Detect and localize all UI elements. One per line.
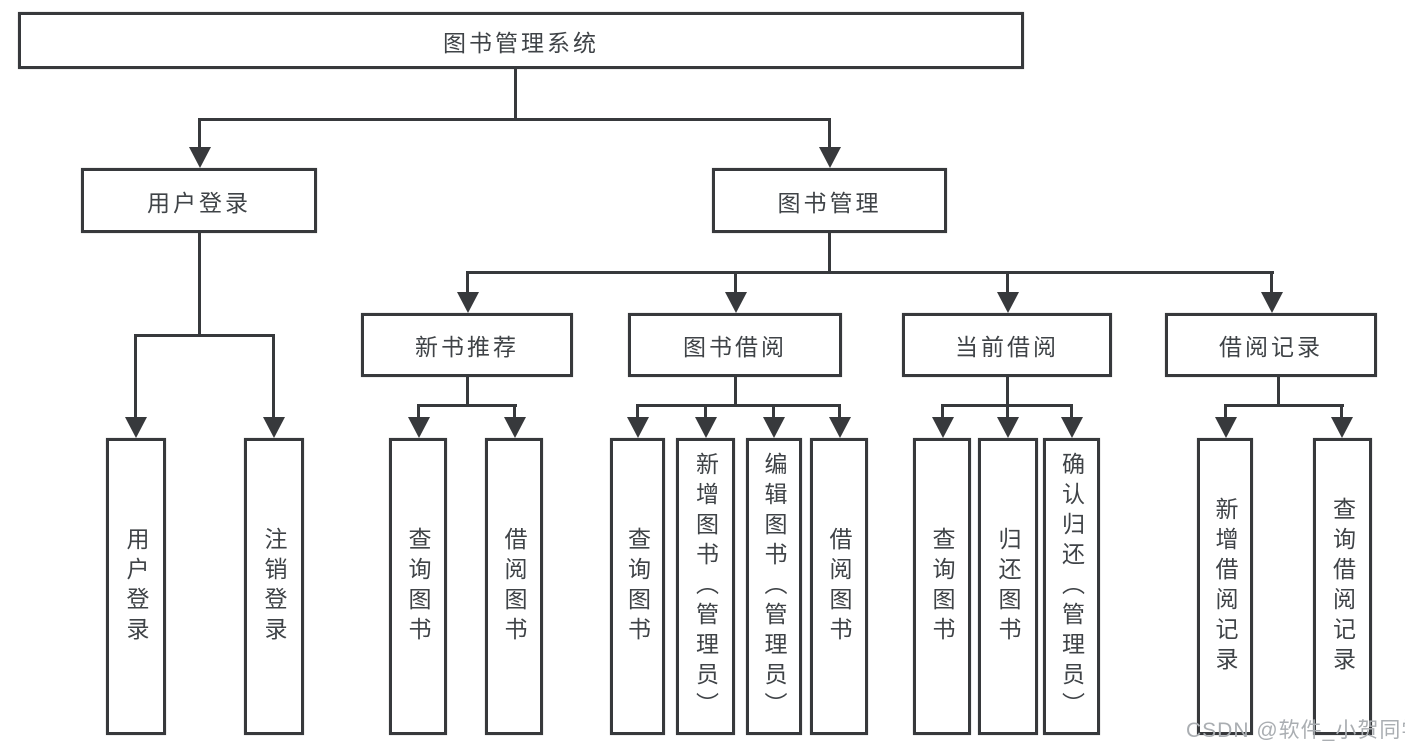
- node-current-borrowing: 当前借阅: [902, 313, 1112, 377]
- connector-line: [1006, 404, 1009, 420]
- leaf-label: 借阅图书: [826, 526, 852, 647]
- connector-line: [1006, 377, 1009, 406]
- connector-line: [417, 404, 517, 407]
- leaf-borrow-books-2: 借阅图书: [810, 438, 868, 735]
- connector-line: [828, 233, 831, 273]
- node-borrowing-records: 借阅记录: [1165, 313, 1377, 377]
- connector-line: [1340, 404, 1343, 420]
- arrow-down-icon: [1215, 417, 1237, 438]
- leaf-label: 查询图书: [624, 526, 651, 647]
- arrow-down-icon: [125, 417, 147, 438]
- connector-line: [466, 377, 469, 406]
- leaf-label: 查询图书: [405, 526, 431, 647]
- leaf-query-borrow-record: 查询借阅记录: [1313, 438, 1372, 735]
- connector-line: [734, 271, 737, 297]
- leaf-borrow-books-1: 借阅图书: [485, 438, 543, 735]
- connector-line: [466, 271, 469, 297]
- connector-line: [198, 118, 831, 121]
- leaf-label: 新增借阅记录: [1212, 496, 1238, 677]
- arrow-down-icon: [1331, 417, 1353, 438]
- connector-line: [734, 377, 737, 406]
- node-label: 新书推荐: [415, 334, 519, 360]
- connector-line: [198, 233, 201, 336]
- arrow-down-icon: [763, 417, 785, 438]
- connector-line: [636, 404, 639, 420]
- connector-line: [134, 334, 275, 337]
- connector-line: [636, 404, 841, 407]
- leaf-label: 确认归还（管理员）: [1058, 451, 1085, 722]
- leaf-label: 查询图书: [929, 526, 955, 647]
- connector-line: [198, 118, 201, 150]
- node-label: 当前借阅: [955, 334, 1059, 360]
- leaf-add-borrow-record: 新增借阅记录: [1197, 438, 1253, 735]
- arrow-down-icon: [263, 417, 285, 438]
- connector-line: [704, 404, 707, 420]
- connector-line: [1224, 404, 1227, 420]
- arrow-down-icon: [504, 417, 526, 438]
- arrow-down-icon: [997, 417, 1019, 438]
- leaf-label: 编辑图书（管理员）: [761, 451, 787, 722]
- arrow-down-icon: [819, 147, 841, 168]
- connector-line: [513, 404, 516, 420]
- arrow-down-icon: [627, 417, 649, 438]
- leaf-label: 用户登录: [123, 526, 149, 647]
- leaf-label: 归还图书: [995, 526, 1021, 647]
- connector-line: [838, 404, 841, 420]
- connector-line: [941, 404, 944, 420]
- leaf-logout: 注销登录: [244, 438, 304, 735]
- connector-line: [772, 404, 775, 420]
- connector-line: [1277, 377, 1280, 406]
- leaf-label: 注销登录: [261, 526, 287, 647]
- node-label: 图书管理系统: [443, 29, 599, 56]
- connector-line: [1224, 404, 1344, 407]
- node-label: 用户登录: [147, 189, 251, 216]
- leaf-query-books-1: 查询图书: [389, 438, 447, 735]
- leaf-query-books-3: 查询图书: [913, 438, 971, 735]
- arrow-down-icon: [1261, 292, 1283, 313]
- node-new-book-recommend: 新书推荐: [361, 313, 573, 377]
- connector-line: [1270, 271, 1273, 297]
- leaf-label: 查询借阅记录: [1329, 496, 1356, 677]
- connector-line: [1070, 404, 1073, 420]
- node-label: 图书管理: [777, 189, 882, 216]
- arrow-down-icon: [695, 417, 717, 438]
- node-label: 图书借阅: [683, 334, 787, 360]
- arrow-down-icon: [932, 417, 954, 438]
- connector-line: [466, 271, 1274, 274]
- connector-line: [514, 68, 517, 120]
- leaf-edit-books-admin: 编辑图书（管理员）: [746, 438, 802, 735]
- node-book-borrowing: 图书借阅: [628, 313, 842, 377]
- watermark-text: CSDN @软件_小贺同学: [1186, 719, 1405, 742]
- connector-line: [134, 334, 137, 420]
- connector-line: [828, 118, 831, 150]
- arrow-down-icon: [829, 417, 851, 438]
- leaf-confirm-return-admin: 确认归还（管理员）: [1043, 438, 1100, 735]
- leaf-user-login: 用户登录: [106, 438, 166, 735]
- connector-line: [417, 404, 420, 420]
- leaf-query-books-2: 查询图书: [610, 438, 665, 735]
- arrow-down-icon: [457, 292, 479, 313]
- leaf-label: 新增图书（管理员）: [692, 451, 719, 722]
- connector-line: [1006, 271, 1009, 297]
- node-label: 借阅记录: [1219, 334, 1323, 360]
- arrow-down-icon: [408, 417, 430, 438]
- arrow-down-icon: [1061, 417, 1083, 438]
- arrow-down-icon: [725, 292, 747, 313]
- arrow-down-icon: [997, 292, 1019, 313]
- leaf-label: 借阅图书: [501, 526, 527, 647]
- connector-line: [272, 334, 275, 420]
- leaf-return-books: 归还图书: [978, 438, 1038, 735]
- node-user-login: 用户登录: [81, 168, 317, 233]
- node-book-management: 图书管理: [712, 168, 947, 233]
- arrow-down-icon: [189, 147, 211, 168]
- node-library-management-system: 图书管理系统: [18, 12, 1024, 69]
- leaf-add-books-admin: 新增图书（管理员）: [676, 438, 735, 735]
